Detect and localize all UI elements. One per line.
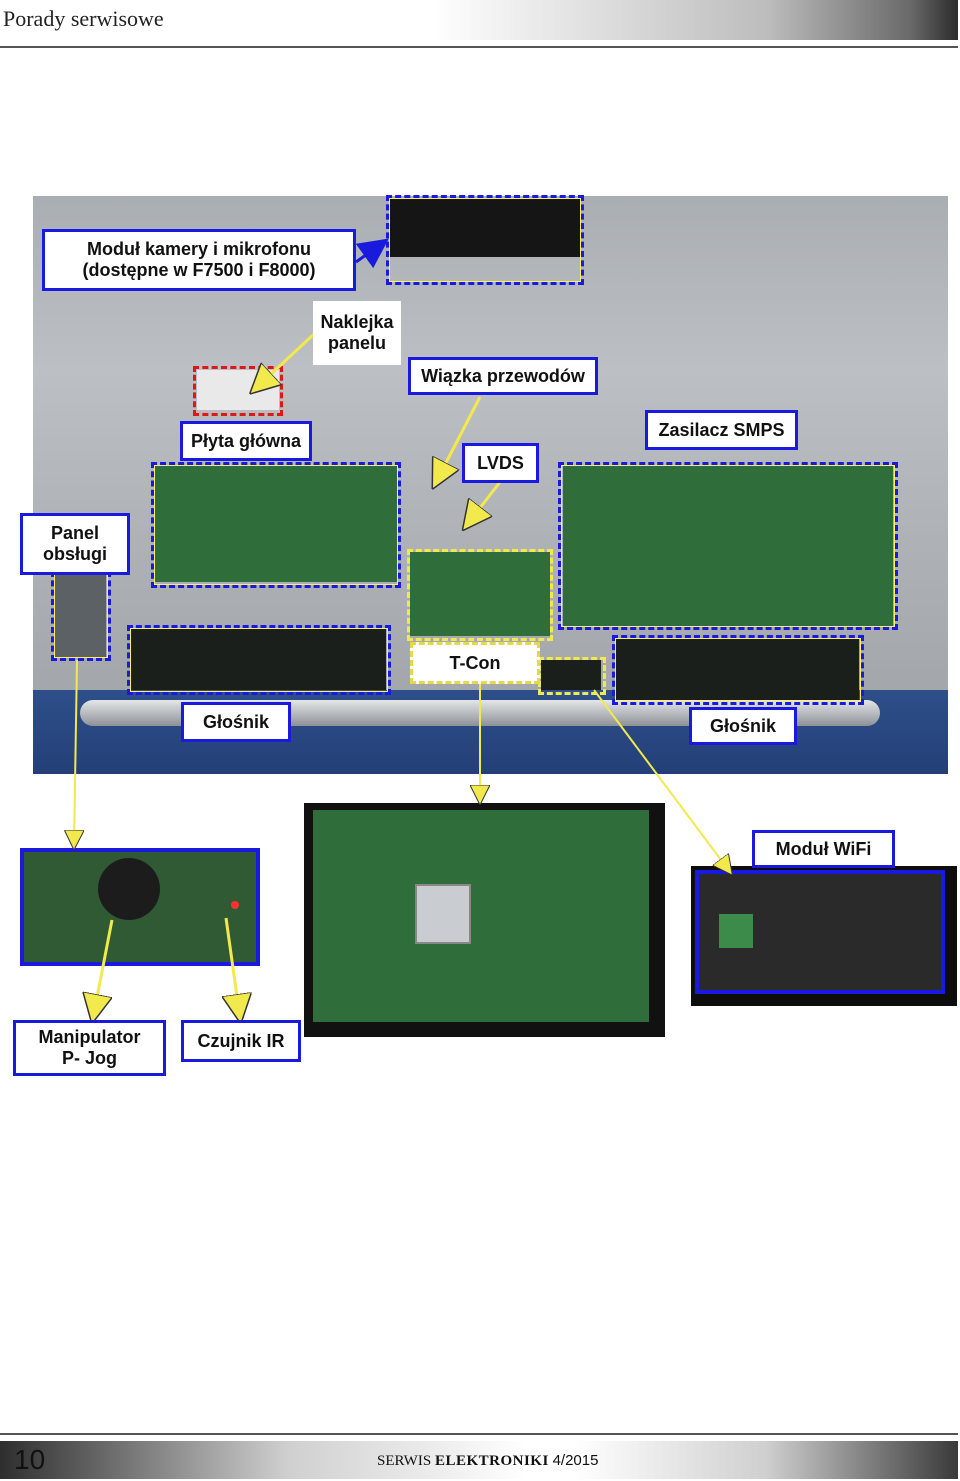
magazine-prefix: SERWIS [377, 1453, 432, 1469]
label-control-panel: Panel obsługi [20, 513, 130, 575]
header-divider [0, 46, 958, 48]
smps-frame [558, 462, 898, 630]
footer-divider [0, 1433, 958, 1435]
control-panel-frame [51, 571, 111, 661]
label-wifi-module: Moduł WiFi [752, 830, 895, 868]
footer-bar [0, 1441, 958, 1479]
panel-sticker-frame [193, 366, 283, 416]
label-wire-harness: Wiązka przewodów [408, 357, 598, 395]
wifi-module-detail [695, 870, 945, 994]
smps-board-image [563, 466, 893, 626]
ir-led-image [231, 901, 239, 909]
wifi-module-frame [538, 657, 606, 695]
camera-module-frame [386, 195, 584, 285]
speaker-left-frame [127, 625, 391, 695]
control-panel-image [54, 575, 106, 657]
label-camera-module: Moduł kamery i mikrofonu (dostępne w F75… [42, 229, 356, 291]
jog-detail-photo [20, 848, 260, 966]
speaker-left-image [130, 628, 386, 690]
label-speaker-right: Głośnik [689, 707, 797, 745]
label-jog: Manipulator P- Jog [13, 1020, 166, 1076]
tcon-chip-image [415, 884, 471, 944]
label-smps: Zasilacz SMPS [645, 410, 798, 450]
label-main-board: Płyta główna [180, 421, 312, 461]
wifi-module-location-image [541, 660, 601, 690]
camera-module-image [389, 199, 581, 257]
speaker-right-frame [612, 635, 864, 705]
magazine-credit: SERWIS ELEKTRONIKI 4/2015 [377, 1452, 598, 1470]
tcon-board-image [410, 552, 550, 636]
header-bar [0, 0, 958, 40]
label-speaker-left: Głośnik [181, 702, 291, 742]
tcon-frame [407, 549, 553, 641]
page-section-title: Porady serwisowe [3, 6, 164, 31]
label-ir-sensor: Czujnik IR [181, 1020, 301, 1062]
page-number: 10 [14, 1444, 46, 1475]
jog-knob-image [98, 858, 160, 920]
label-tcon: T-Con [410, 642, 540, 684]
magazine-issue: 4/2015 [552, 1452, 599, 1469]
tcon-board-detail [313, 810, 649, 1022]
tcon-detail-photo [304, 803, 665, 1037]
main-board-frame [151, 462, 401, 588]
wifi-detail-photo [691, 866, 957, 1006]
magazine-name: ELEKTRONIKI [434, 1453, 549, 1469]
wifi-connector-image [719, 914, 753, 948]
label-panel-sticker: Naklejka panelu [313, 301, 401, 365]
label-lvds: LVDS [462, 443, 539, 483]
main-board-image [155, 466, 397, 582]
